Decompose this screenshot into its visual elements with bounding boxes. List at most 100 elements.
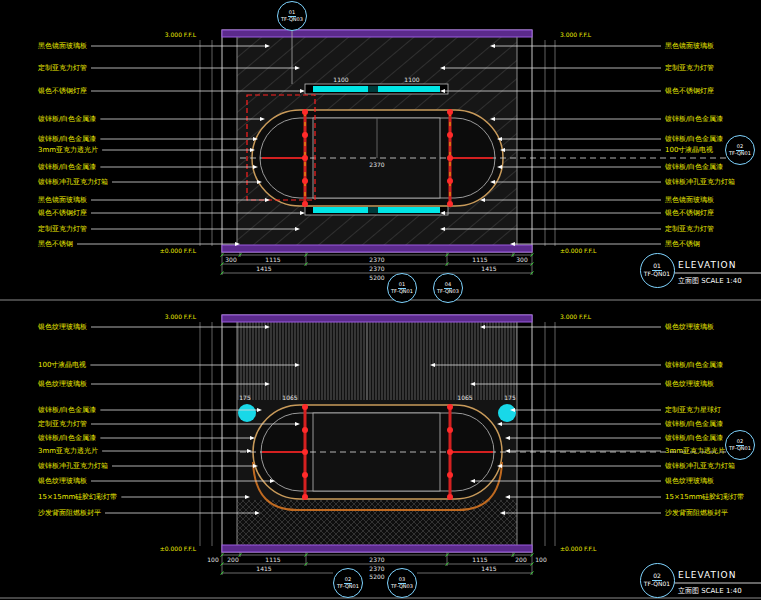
leader-line: [509, 451, 661, 452]
led-strip: [253, 462, 502, 510]
wall-frame: [222, 315, 532, 552]
material-label: 镀锌板/白色金属漆: [665, 115, 723, 123]
material-label: 镀锌板/白色金属漆: [38, 115, 96, 123]
level-mark: ±0.000 F.F.L: [560, 545, 596, 552]
material-label: 定制亚克力灯管: [665, 64, 714, 72]
leader-line: [100, 167, 254, 168]
leader-arrow: [247, 449, 252, 453]
light-strip: [450, 451, 493, 453]
leader-arrow: [250, 148, 255, 152]
leader-arrow: [250, 436, 255, 440]
stadium-frame: [252, 110, 503, 206]
leader-line: [100, 438, 251, 439]
leader-arrow: [505, 436, 510, 440]
leader-line: [102, 451, 248, 452]
dimension-text: 5200: [369, 573, 384, 580]
dimension-ticks: [221, 254, 534, 575]
leader-line: [484, 327, 661, 328]
leader-arrow: [235, 242, 240, 246]
drawing-title: ELEVATION: [678, 570, 736, 581]
material-label: 定制亚克力灯管: [38, 64, 87, 72]
material-label: 黑色镜面玻璃板: [38, 42, 87, 50]
leader-arrow: [430, 363, 435, 367]
dimension-text: 300: [516, 256, 527, 263]
callout-circle: 02TF-QN01: [333, 568, 363, 598]
level-mark: 3.000 F.F.L: [165, 31, 196, 38]
callout-circle: 02TF-QN01: [725, 430, 755, 460]
leader-arrow: [265, 198, 270, 202]
leader-line: [514, 244, 661, 245]
dimension-text: 2370: [369, 161, 384, 168]
material-label: 黑色镜面玻璃板: [665, 42, 714, 50]
leader-arrow: [253, 137, 258, 141]
dimension-text: 1415: [481, 565, 496, 572]
sheet-reference: TF-QN01: [728, 446, 752, 452]
center-line: [377, 118, 378, 158]
leader-arrow: [470, 479, 475, 483]
acrylic-tube: [313, 86, 440, 92]
sheet-reference: TF-QN03: [390, 584, 414, 590]
leader-arrow: [500, 148, 505, 152]
material-label: 镀锌板冲孔亚克力灯箱: [38, 462, 108, 470]
leader-line: [91, 200, 266, 201]
leader-arrow: [440, 89, 445, 93]
planet-lamp: [498, 404, 516, 422]
light-strip: [262, 157, 305, 159]
material-label: 镀锌板/白色金属漆: [38, 434, 96, 442]
leader-arrow: [270, 479, 275, 483]
leader-line: [112, 182, 258, 183]
material-label: 银色不锈钢灯座: [38, 209, 87, 217]
leader-arrow: [440, 211, 445, 215]
leader-arrow: [490, 117, 495, 121]
material-label: 黑色镜面玻璃板: [665, 196, 714, 204]
level-mark: ±0.000 F.F.L: [160, 545, 196, 552]
material-label: 银色纹理玻璃板: [665, 323, 714, 331]
dimension-text: 300: [225, 256, 236, 263]
leader-line: [514, 410, 661, 411]
leader-line: [504, 150, 661, 151]
material-label: 定制亚克力灯管: [38, 420, 87, 428]
leader-line: [494, 182, 661, 183]
sheet-reference: TF-QN01: [336, 584, 360, 590]
ceiling-band: [222, 30, 532, 37]
callout-number: 04: [444, 282, 452, 289]
leader-arrow: [300, 89, 305, 93]
dimension-text: 175: [239, 394, 250, 401]
callout-circle: 02TF-QN01: [725, 135, 755, 165]
dimension-text: 1065: [457, 394, 472, 401]
leader-line: [91, 481, 271, 482]
textured-glass: [237, 400, 517, 500]
callout-number: 01: [652, 263, 662, 271]
level-mark: 3.000 F.F.L: [560, 313, 591, 320]
panel-joint: [367, 322, 368, 400]
leader-line: [91, 46, 266, 47]
leader-line: [102, 150, 251, 151]
sheet-reference: TF-QN03: [436, 289, 460, 295]
dimension-text: 200: [227, 556, 238, 563]
floor-band: [222, 245, 532, 252]
material-label: 沙发背面阻燃板封平: [38, 509, 101, 517]
leader-arrow: [253, 464, 258, 468]
dimension-text: 1115: [472, 556, 487, 563]
material-label: 定制亚克力星球灯: [665, 406, 721, 414]
callout-circle: 01TF-QN03: [277, 1, 307, 31]
material-label: 定制亚克力灯管: [665, 225, 714, 233]
material-label: 银色不锈钢灯座: [665, 87, 714, 95]
leader-arrow: [500, 511, 505, 515]
leader-line: [509, 438, 661, 439]
leader-line: [90, 365, 296, 366]
leader-line: [121, 497, 246, 498]
leader-arrow: [440, 66, 445, 70]
material-label: 银色不锈钢灯座: [38, 87, 87, 95]
leader-arrow: [265, 382, 270, 386]
sheet-separator: [0, 598, 761, 599]
material-label: 银色纹理玻璃板: [665, 380, 714, 388]
leader-arrow: [470, 382, 475, 386]
stadium-inner: [260, 118, 495, 198]
dimension-lines: [222, 252, 532, 575]
dimension-text: 1415: [481, 265, 496, 272]
callout-number: 02: [344, 577, 352, 584]
leader-line: [444, 229, 661, 230]
